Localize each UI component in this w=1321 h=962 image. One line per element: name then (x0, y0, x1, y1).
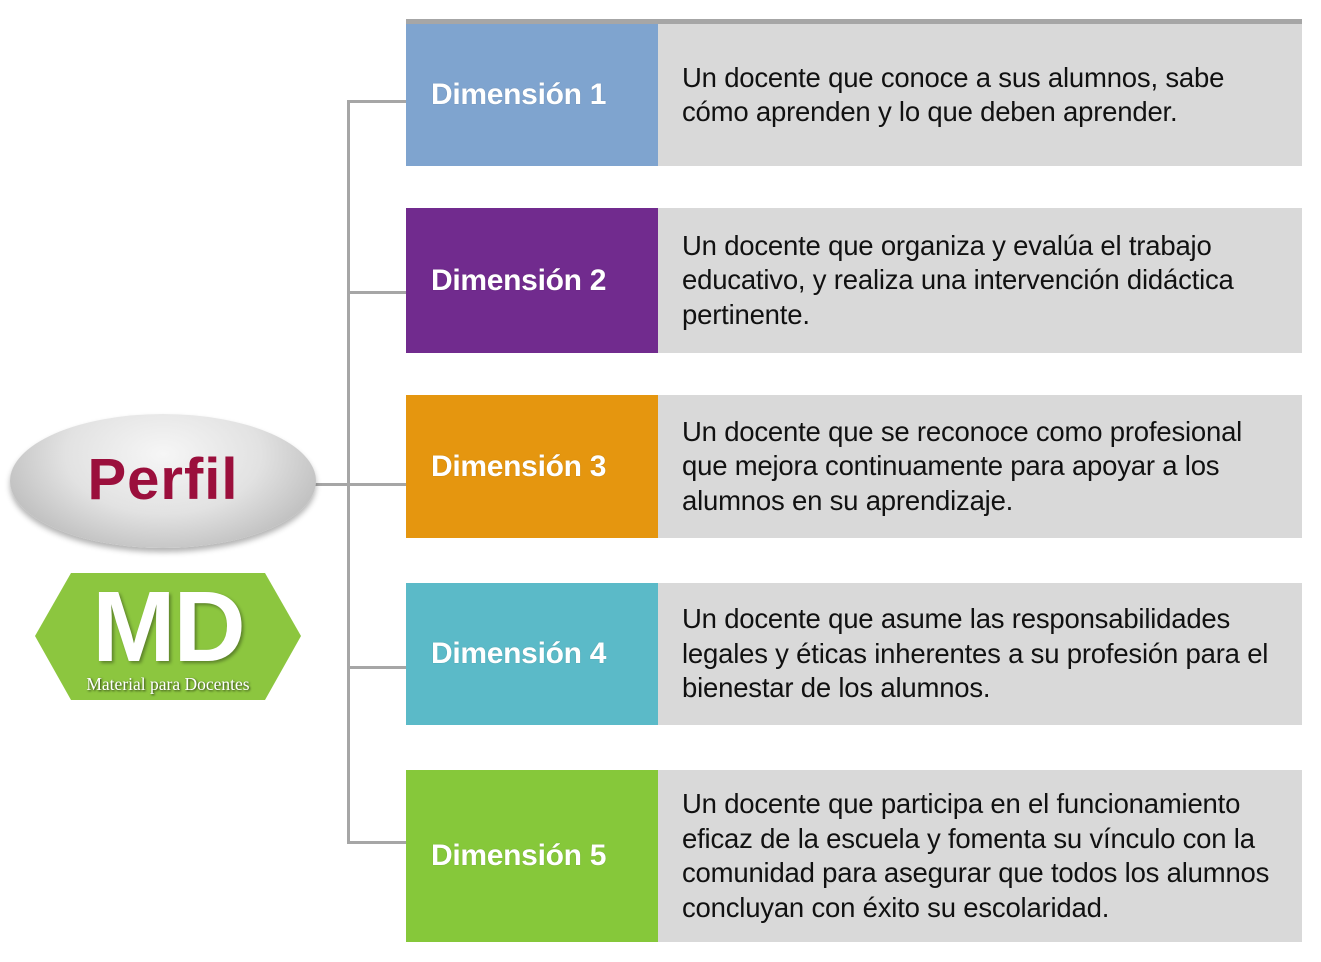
tree-connector-dimension-3 (347, 483, 407, 486)
dimension-row-3: Dimensión 3 Un docente que se reconoce c… (406, 395, 1302, 538)
tree-connector-dimension-4 (347, 666, 407, 669)
dimension-4-description: Un docente que asume las responsabilidad… (658, 583, 1302, 725)
hexagon-logo-icon (35, 573, 301, 700)
dimension-1-label: Dimensión 1 (406, 24, 658, 166)
tree-connector-root (312, 483, 348, 486)
dimension-row-4: Dimensión 4 Un docente que asume las res… (406, 583, 1302, 725)
dimension-3-label: Dimensión 3 (406, 395, 658, 538)
tree-connector-dimension-2 (347, 291, 407, 294)
perfil-label: Perfil (87, 446, 239, 512)
dimension-2-description: Un docente que organiza y evalúa el trab… (658, 208, 1302, 353)
dimension-2-label: Dimensión 2 (406, 208, 658, 353)
dimension-5-description: Un docente que participa en el funcionam… (658, 770, 1302, 942)
dimension-4-label: Dimensión 4 (406, 583, 658, 725)
dimension-row-1: Dimensión 1 Un docente que conoce a sus … (406, 24, 1302, 166)
dimension-5-label: Dimensión 5 (406, 770, 658, 942)
tree-connector-vertical (347, 101, 350, 843)
tree-connector-dimension-1 (347, 100, 407, 103)
dimension-row-2: Dimensión 2 Un docente que organiza y ev… (406, 208, 1302, 353)
logo-abbreviation: MD (92, 571, 246, 683)
md-logo: MD Material para Docentes (35, 573, 301, 700)
logo-subtitle: Material para Docentes (86, 674, 250, 694)
perfil-root-node: Perfil (10, 414, 316, 548)
dimension-3-description: Un docente que se reconoce como profesio… (658, 395, 1302, 538)
dimension-1-description: Un docente que conoce a sus alumnos, sab… (658, 24, 1302, 166)
top-divider (406, 19, 1302, 24)
dimension-row-5: Dimensión 5 Un docente que participa en … (406, 770, 1302, 942)
tree-connector-dimension-5 (347, 841, 407, 844)
